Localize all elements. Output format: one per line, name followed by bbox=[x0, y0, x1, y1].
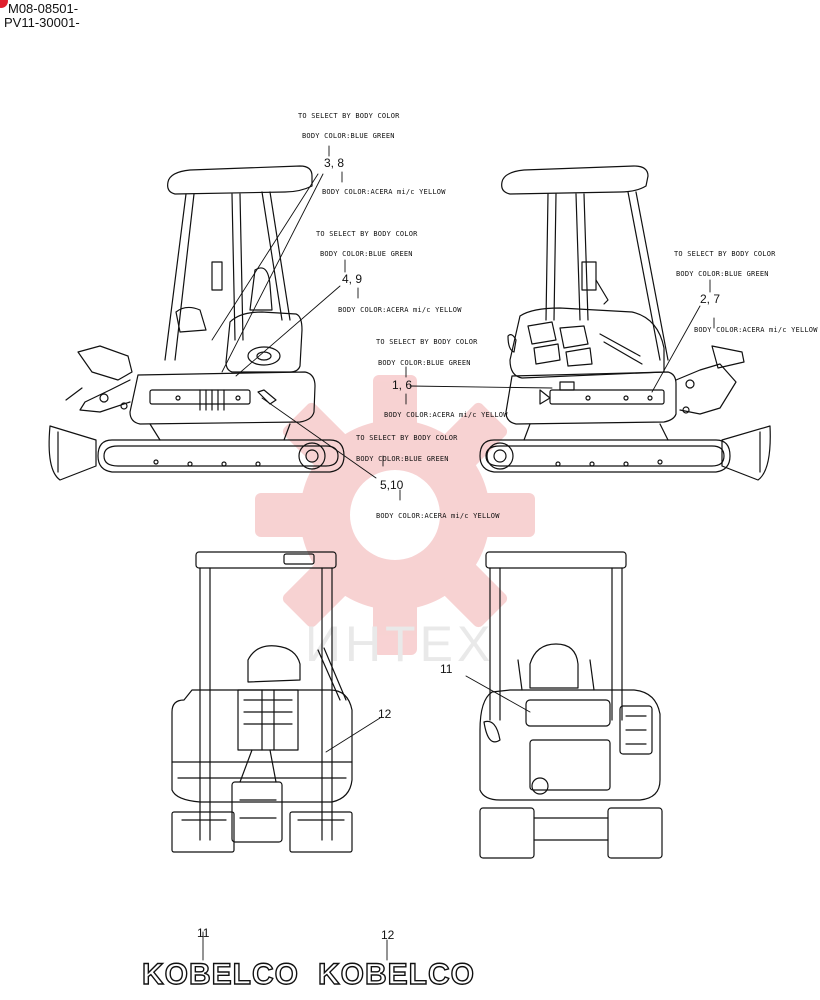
kobelco-logo-decal-12: KOBELCO bbox=[317, 957, 475, 991]
callout-3-yellow-note: BODY COLOR:ACERA mi/c YELLOW bbox=[384, 411, 508, 419]
right-side-view bbox=[479, 165, 771, 481]
callout-1-part-number: 3, 8 bbox=[324, 156, 345, 170]
watermark-text: ИНТЕХ bbox=[305, 616, 495, 672]
callout-2-blue-green-note: BODY COLOR:BLUE GREEN bbox=[320, 250, 413, 258]
callout-4-select-note: TO SELECT BY BODY COLOR bbox=[356, 434, 458, 442]
callout-1-yellow-note: BODY COLOR:ACERA mi/c YELLOW bbox=[322, 188, 446, 196]
callout-5-blue-green-note: BODY COLOR:BLUE GREEN bbox=[676, 270, 769, 278]
callout-5-part-number: 2, 7 bbox=[700, 292, 721, 306]
callout-3-part-number: 1, 6 bbox=[392, 378, 413, 392]
callout-5-select-note: TO SELECT BY BODY COLOR bbox=[674, 250, 776, 258]
callout-2-yellow-note: BODY COLOR:ACERA mi/c YELLOW bbox=[338, 306, 462, 314]
red-marker-dot bbox=[0, 0, 8, 8]
front-view-part-number: 12 bbox=[378, 707, 392, 721]
serial-line-1: M08-08501- bbox=[8, 1, 79, 16]
callout-4-part-number: 5,10 bbox=[380, 478, 404, 492]
serial-line-2: PV11-30001- bbox=[4, 15, 80, 30]
kobelco-logo-decal-11: KOBELCO bbox=[141, 957, 299, 991]
left-side-view bbox=[48, 165, 345, 481]
callout-2-part-number: 4, 9 bbox=[342, 272, 363, 286]
callout-3-blue-green-note: BODY COLOR:BLUE GREEN bbox=[378, 359, 471, 367]
callout-1-select-note: TO SELECT BY BODY COLOR bbox=[298, 112, 400, 120]
callout-4-yellow-note: BODY COLOR:ACERA mi/c YELLOW bbox=[376, 512, 500, 520]
callout-5-yellow-note: BODY COLOR:ACERA mi/c YELLOW bbox=[694, 326, 818, 334]
callout-2-select-note: TO SELECT BY BODY COLOR bbox=[316, 230, 418, 238]
front-view bbox=[171, 551, 353, 853]
rear-view-part-number: 11 bbox=[440, 662, 453, 676]
callout-1-blue-green-note: BODY COLOR:BLUE GREEN bbox=[302, 132, 395, 140]
callout-3-select-note: TO SELECT BY BODY COLOR bbox=[376, 338, 478, 346]
rear-view bbox=[479, 551, 663, 859]
leader-lines bbox=[202, 145, 715, 961]
logo-12-part-number: 12 bbox=[381, 928, 395, 942]
callout-4-blue-green-note: BODY COLOR:BLUE GREEN bbox=[356, 455, 449, 463]
logo-11-part-number: 11 bbox=[197, 926, 210, 940]
